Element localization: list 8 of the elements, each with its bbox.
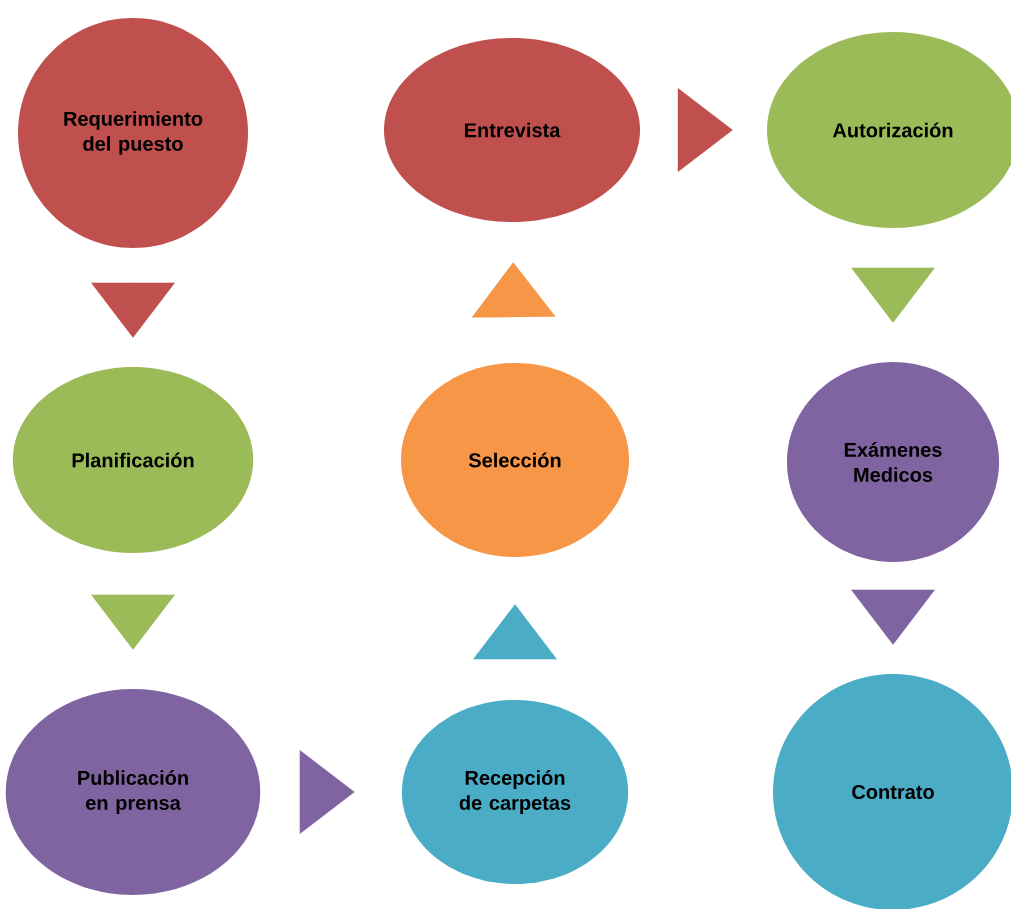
triangle-arrow [677,88,733,172]
triangle-arrow [851,589,935,645]
triangle-arrow [91,594,175,650]
triangle-arrow [851,267,935,323]
triangle-arrow [91,282,175,338]
triangle-arrow [471,262,556,318]
triangle-arrow [299,750,355,834]
triangle-arrow [473,604,557,660]
